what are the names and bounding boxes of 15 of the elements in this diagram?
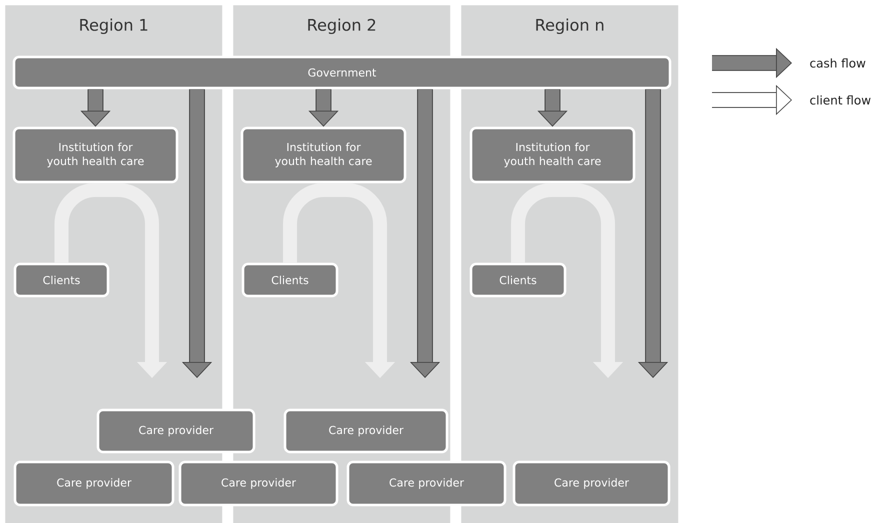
process-box: Clients xyxy=(14,262,110,298)
process-box: Care provider xyxy=(14,460,174,506)
arrow xyxy=(283,183,396,378)
process-box: Care provider xyxy=(96,408,256,454)
process-box: Government xyxy=(12,56,672,90)
legend-label: cash flow xyxy=(810,58,866,68)
process-box: Care provider xyxy=(284,408,448,454)
arrow xyxy=(54,183,168,378)
process-box: Clients xyxy=(242,262,338,298)
arrow xyxy=(511,183,624,378)
process-box: Clients xyxy=(470,262,566,298)
process-box: Care provider xyxy=(346,460,506,506)
process-box: Care provider xyxy=(512,460,670,506)
legend-label: client flow xyxy=(810,95,871,105)
process-box: Care provider xyxy=(178,460,338,506)
